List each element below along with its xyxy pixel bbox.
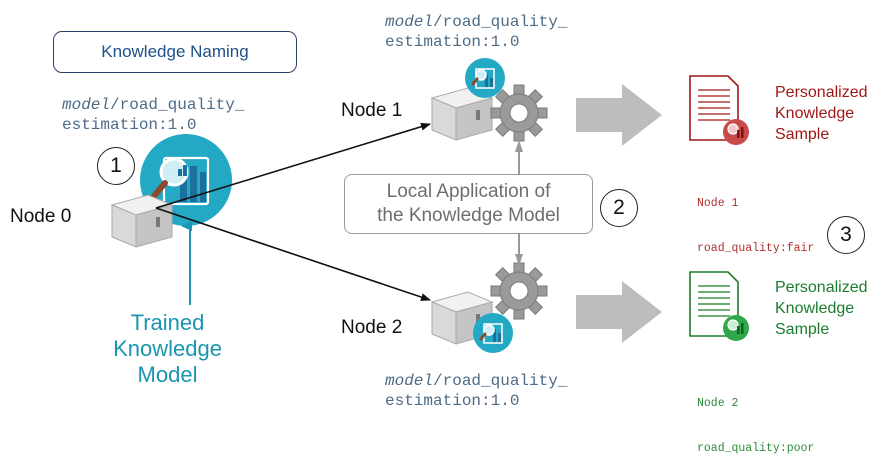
document-icon-red [689, 75, 749, 145]
node1-model-name: model/road_quality_ estimation:1.0 [385, 12, 567, 52]
trained-line2: Knowledge [113, 336, 222, 361]
model-version: estimation:1.0 [385, 392, 520, 410]
sample2-node: Node 2 [697, 397, 739, 410]
arrow-node0-to-node2 [155, 207, 431, 301]
sample2-line1: Personalized [775, 279, 868, 296]
personalized-sample-1-label: Personalized Knowledge Sample [775, 82, 868, 145]
model-version: estimation:1.0 [385, 33, 520, 51]
personalized-sample-2-label: Personalized Knowledge Sample [775, 277, 868, 340]
sample1-result: Node 1 road_quality:fair [697, 166, 814, 271]
node0-model-name: model/road_quality_ estimation:1.0 [62, 95, 244, 135]
model-path: /road_quality_ [433, 13, 568, 31]
node1-model-badge-icon [465, 58, 505, 98]
model-path: /road_quality_ [433, 372, 568, 390]
knowledge-naming-box: Knowledge Naming [53, 31, 297, 73]
local-application-box: Local Application of the Knowledge Model [344, 174, 593, 234]
model-version: estimation:1.0 [62, 116, 197, 134]
model-path: /road_quality_ [110, 96, 245, 114]
trained-knowledge-model-label: Trained Knowledge Model [100, 310, 235, 388]
sample2-line2: Knowledge [775, 300, 855, 317]
model-prefix: model [62, 96, 111, 114]
step-1-marker: 1 [97, 147, 135, 185]
step-2-marker: 2 [600, 189, 638, 227]
node1-gear-icon [490, 84, 548, 142]
node2-gear-icon [490, 262, 548, 320]
trained-line3: Model [137, 362, 198, 387]
node0-label: Node 0 [10, 206, 72, 227]
sample1-line1: Personalized [775, 84, 868, 101]
knowledge-naming-label: Knowledge Naming [101, 42, 249, 61]
node2-label: Node 2 [341, 317, 403, 338]
sample1-line3: Sample [775, 126, 830, 143]
model-prefix: model [385, 13, 434, 31]
document-icon-green [689, 271, 749, 341]
arrow-right-icon-top [576, 84, 662, 146]
local-application-line2: the Knowledge Model [377, 205, 560, 226]
step-3-marker: 3 [827, 216, 865, 254]
node2-model-badge-icon [473, 313, 513, 353]
arrow-right-icon-bottom [576, 281, 662, 343]
sample2-result: Node 2 road_quality:poor [697, 366, 814, 471]
node2-model-name: model/road_quality_ estimation:1.0 [385, 371, 567, 411]
local-application-line1: Local Application of [386, 181, 551, 202]
diagram-canvas [110, 58, 749, 353]
sample1-line2: Knowledge [775, 105, 855, 122]
sample1-node: Node 1 [697, 197, 739, 210]
arrow-node0-to-node1 [155, 122, 431, 209]
node1-label: Node 1 [341, 100, 403, 121]
sample2-line3: Sample [775, 321, 830, 338]
trained-line1: Trained [130, 310, 205, 335]
node0-device-icon [110, 194, 174, 248]
model-prefix: model [385, 372, 434, 390]
sample1-value: road_quality:fair [697, 242, 815, 255]
sample2-value: road_quality:poor [697, 442, 815, 455]
